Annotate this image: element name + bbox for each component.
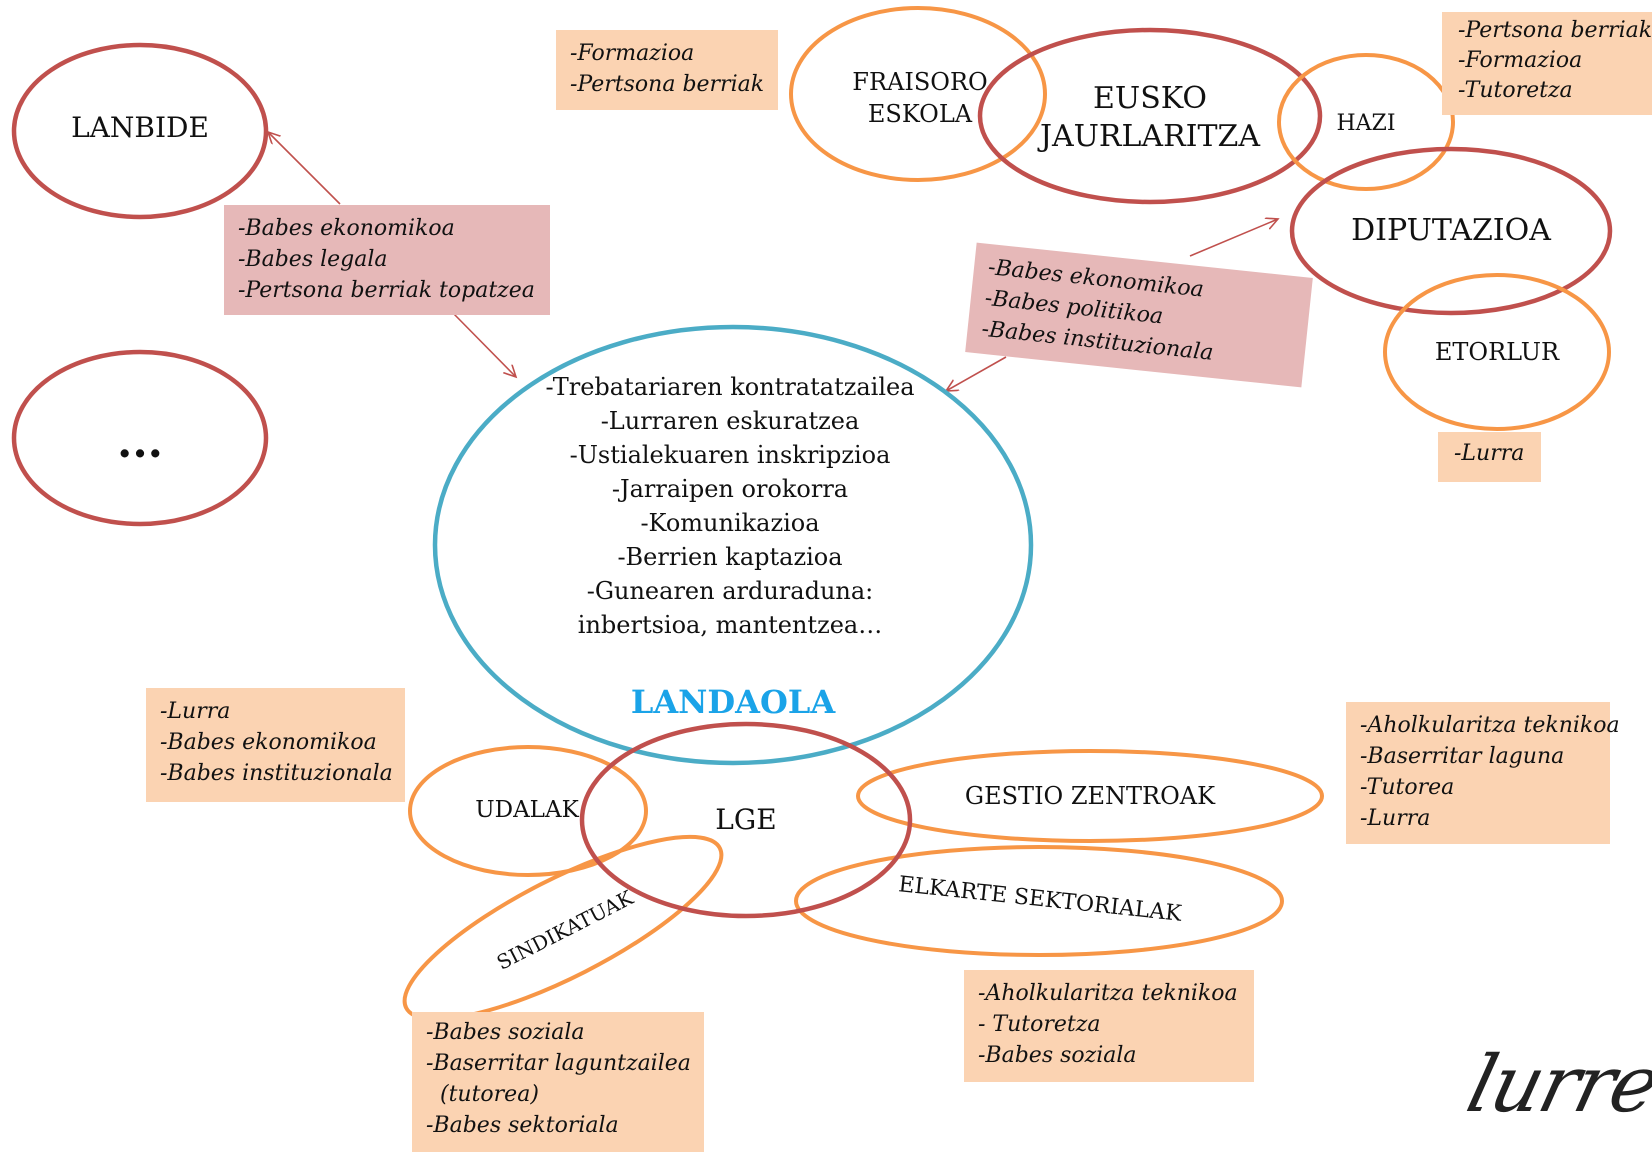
box-line: -Aholkularitza teknikoa bbox=[978, 981, 1238, 1006]
landaola-ellipse bbox=[432, 324, 1034, 766]
ellipsis-ellipse bbox=[11, 349, 269, 527]
elkarte-ellipse bbox=[794, 845, 1284, 957]
elkarte-services-box: -Aholkularitza teknikoa - Tutoretza -Bab… bbox=[964, 970, 1254, 1082]
box-line: -Babes ekonomikoa bbox=[160, 730, 377, 755]
lanbide-label: LANBIDE bbox=[71, 111, 209, 144]
udalak-ellipse bbox=[408, 745, 648, 877]
fraisoro-label-line-1: FRAISORO bbox=[852, 68, 988, 96]
udalak-services-box: -Lurra -Babes ekonomikoa -Babes instituz… bbox=[146, 688, 405, 802]
box-line: -Babes ekonomikoa bbox=[238, 216, 455, 241]
lanbide-ellipse bbox=[11, 42, 269, 220]
fraisoro-label-line-2: ESKOLA bbox=[867, 100, 973, 128]
etorlur-ellipse bbox=[1383, 273, 1611, 431]
eusko-label: EUSKO JAURLARITZA bbox=[1030, 80, 1270, 156]
landaola-item: -Trebatariaren kontratatzailea bbox=[545, 373, 915, 401]
eusko-label-line-1: EUSKO bbox=[1093, 81, 1207, 116]
arrow-to-landaola-left bbox=[451, 311, 516, 377]
hazi-ellipse bbox=[1277, 53, 1455, 191]
box-line: -Lurra bbox=[1360, 806, 1431, 831]
landaola-item: -Jarraipen orokorra bbox=[611, 475, 849, 503]
landaola-item: -Komunikazioa bbox=[640, 509, 820, 537]
landaola-item: -Lurraren eskuratzea bbox=[600, 407, 860, 435]
box-line: -Babes instituzionala bbox=[160, 761, 393, 786]
box-line: -Tutoretza bbox=[1458, 78, 1573, 103]
eusko-ellipse bbox=[977, 27, 1323, 205]
box-line: -Pertsona berriak topatzea bbox=[238, 278, 535, 303]
fraisoro-label: FRAISORO ESKOLA bbox=[840, 66, 1000, 130]
box-line: -Pertsona berriak bbox=[1458, 18, 1652, 43]
lanbide-support-box: -Babes ekonomikoa -Babes legala -Pertson… bbox=[224, 205, 550, 315]
etorlur-label: ETORLUR bbox=[1434, 338, 1560, 366]
box-line: -Aholkularitza teknikoa bbox=[1360, 713, 1620, 738]
lge-label: LGE bbox=[715, 803, 777, 836]
gestio-ellipse bbox=[856, 749, 1324, 843]
box-line: -Formazioa bbox=[570, 41, 695, 66]
box-line: -Formazioa bbox=[1458, 48, 1583, 73]
box-line: -Babes soziala bbox=[978, 1043, 1137, 1068]
box-line: -Babes soziala bbox=[426, 1020, 585, 1045]
arrow-to-diputazioa bbox=[1189, 219, 1278, 257]
box-line: -Babes sektoriala bbox=[426, 1113, 619, 1138]
lurrei-logo: lurrei bbox=[1458, 1040, 1652, 1130]
diputazioa-ellipse bbox=[1289, 146, 1613, 316]
landaola-item: -Ustialekuaren inskripzioa bbox=[569, 441, 891, 469]
box-line: -Tutorea bbox=[1360, 775, 1455, 800]
diputazioa-label: DIPUTAZIOA bbox=[1351, 213, 1551, 248]
landaola-functions-list: -Trebatariaren kontratatzailea -Lurraren… bbox=[470, 370, 990, 642]
hazi-label: HAZI bbox=[1336, 111, 1396, 136]
box-line: - Tutoretza bbox=[978, 1012, 1101, 1037]
landaola-label: LANDAOLA bbox=[630, 683, 836, 721]
lge-ellipse bbox=[579, 721, 913, 919]
etorlur-services-box: -Lurra bbox=[1438, 432, 1541, 482]
box-line: (tutorea) bbox=[426, 1082, 539, 1107]
arrow-to-landaola-right bbox=[946, 356, 1007, 391]
box-line: -Lurra bbox=[160, 699, 231, 724]
fraisoro-ellipse bbox=[789, 6, 1047, 182]
landaola-item: inbertsioa, mantentzea… bbox=[577, 611, 883, 639]
box-line: -Pertsona berriak bbox=[570, 72, 765, 97]
box-line: -Babes legala bbox=[238, 247, 388, 272]
hazi-services-box: -Pertsona berriak -Formazioa -Tutoretza bbox=[1442, 12, 1652, 115]
landaola-item: -Berrien kaptazioa bbox=[617, 543, 843, 571]
sindikatuak-ellipse bbox=[402, 834, 724, 1022]
landaola-item: -Gunearen arduraduna: bbox=[586, 577, 874, 605]
udalak-label: UDALAK bbox=[475, 797, 579, 823]
ellipsis-label: ... bbox=[117, 417, 163, 468]
gestio-label: GESTIO ZENTROAK bbox=[964, 782, 1216, 810]
box-line: -Baserritar laguna bbox=[1360, 744, 1565, 769]
box-line: -Lurra bbox=[1454, 441, 1525, 466]
eusko-label-line-2: JAURLARITZA bbox=[1039, 119, 1261, 154]
arrow-to-lanbide bbox=[268, 132, 341, 205]
gestio-services-box: -Aholkularitza teknikoa -Baserritar lagu… bbox=[1346, 702, 1620, 844]
sindikatuak-services-box: -Babes soziala -Baserritar laguntzailea … bbox=[412, 1012, 704, 1152]
fraisoro-services-box: -Formazioa -Pertsona berriak bbox=[556, 30, 778, 110]
box-line: -Baserritar laguntzailea bbox=[426, 1051, 691, 1076]
